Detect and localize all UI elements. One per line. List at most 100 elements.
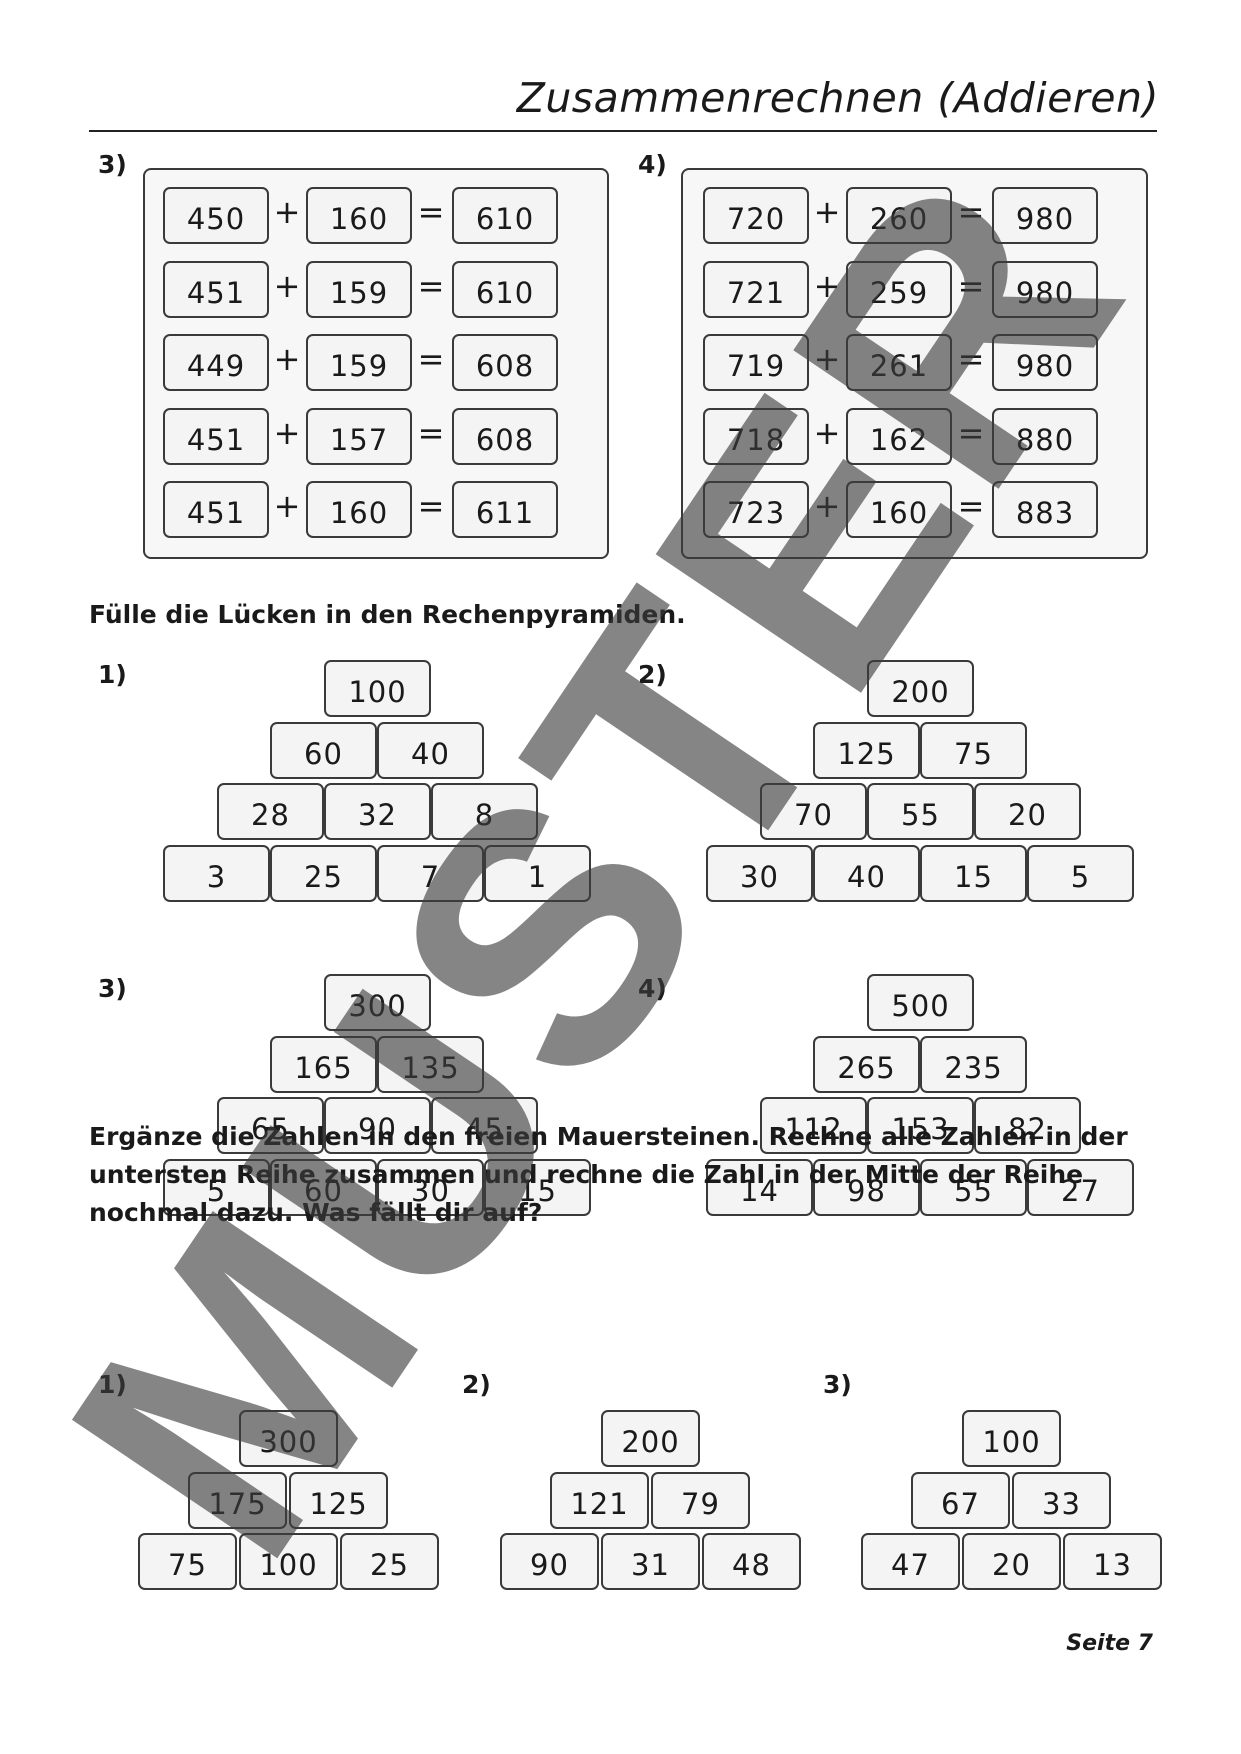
addend-box[interactable]: 159 bbox=[306, 334, 412, 391]
pyramid-brick[interactable]: 90 bbox=[324, 1097, 431, 1154]
addend-box[interactable]: 451 bbox=[163, 481, 269, 538]
pyramid-brick[interactable]: 500 bbox=[867, 974, 974, 1031]
page-title: Zusammenrechnen (Addieren) bbox=[516, 74, 1159, 122]
pyramid-brick[interactable]: 200 bbox=[867, 660, 974, 717]
plus-sign: + bbox=[273, 414, 301, 452]
pyramid-brick[interactable]: 15 bbox=[484, 1159, 591, 1216]
pyramid-brick[interactable]: 14 bbox=[706, 1159, 813, 1216]
addend-box[interactable]: 162 bbox=[846, 408, 952, 465]
pyramid-brick[interactable]: 40 bbox=[813, 845, 920, 902]
wall-brick[interactable]: 13 bbox=[1063, 1533, 1162, 1590]
pyramid-brick[interactable]: 30 bbox=[706, 845, 813, 902]
addend-box[interactable]: 451 bbox=[163, 261, 269, 318]
pyramid-brick[interactable]: 75 bbox=[920, 722, 1027, 779]
sum-box[interactable]: 883 bbox=[992, 481, 1098, 538]
wall-brick[interactable]: 300 bbox=[239, 1410, 338, 1467]
pyramid-brick[interactable]: 20 bbox=[974, 783, 1081, 840]
sum-box[interactable]: 610 bbox=[452, 187, 558, 244]
wall-brick[interactable]: 79 bbox=[651, 1472, 750, 1529]
pyramid-brick[interactable]: 55 bbox=[920, 1159, 1027, 1216]
addend-box[interactable]: 261 bbox=[846, 334, 952, 391]
pyramid-brick[interactable]: 70 bbox=[760, 783, 867, 840]
wall-brick[interactable]: 25 bbox=[340, 1533, 439, 1590]
wall-label: 1) bbox=[98, 1370, 127, 1399]
pyramid-brick[interactable]: 65 bbox=[217, 1097, 324, 1154]
pyramid-brick[interactable]: 3 bbox=[163, 845, 270, 902]
wall-brick[interactable]: 125 bbox=[289, 1472, 388, 1529]
pyramid-brick[interactable]: 60 bbox=[270, 1159, 377, 1216]
pyramid-brick[interactable]: 100 bbox=[324, 660, 431, 717]
pyramid-brick[interactable]: 112 bbox=[760, 1097, 867, 1154]
wall-brick[interactable]: 100 bbox=[962, 1410, 1061, 1467]
sum-box[interactable]: 610 bbox=[452, 261, 558, 318]
pyramid-brick[interactable]: 45 bbox=[431, 1097, 538, 1154]
pyramid-brick[interactable]: 15 bbox=[920, 845, 1027, 902]
sum-box[interactable]: 980 bbox=[992, 334, 1098, 391]
plus-sign: + bbox=[813, 267, 841, 305]
wall-brick[interactable]: 33 bbox=[1012, 1472, 1111, 1529]
sum-box[interactable]: 611 bbox=[452, 481, 558, 538]
pyramid-brick[interactable]: 8 bbox=[431, 783, 538, 840]
wall-brick[interactable]: 47 bbox=[861, 1533, 960, 1590]
addend-box[interactable]: 160 bbox=[306, 481, 412, 538]
addend-box[interactable]: 451 bbox=[163, 408, 269, 465]
wall-brick[interactable]: 121 bbox=[550, 1472, 649, 1529]
wall-brick[interactable]: 75 bbox=[138, 1533, 237, 1590]
pyramid-brick[interactable]: 1 bbox=[484, 845, 591, 902]
pyramid-brick[interactable]: 55 bbox=[867, 783, 974, 840]
addend-box[interactable]: 720 bbox=[703, 187, 809, 244]
pyramid-brick[interactable]: 30 bbox=[377, 1159, 484, 1216]
addend-box[interactable]: 718 bbox=[703, 408, 809, 465]
addend-box[interactable]: 723 bbox=[703, 481, 809, 538]
wall-brick[interactable]: 20 bbox=[962, 1533, 1061, 1590]
wall-brick[interactable]: 90 bbox=[500, 1533, 599, 1590]
pyramid-label: 2) bbox=[638, 660, 667, 689]
wall-brick[interactable]: 200 bbox=[601, 1410, 700, 1467]
equals-sign: = bbox=[417, 193, 445, 231]
pyramid-brick[interactable]: 235 bbox=[920, 1036, 1027, 1093]
addend-box[interactable]: 450 bbox=[163, 187, 269, 244]
sum-box[interactable]: 608 bbox=[452, 408, 558, 465]
wall-brick[interactable]: 67 bbox=[911, 1472, 1010, 1529]
pyramid-label: 3) bbox=[98, 974, 127, 1003]
pyramid-brick[interactable]: 5 bbox=[1027, 845, 1134, 902]
pyramid-brick[interactable]: 7 bbox=[377, 845, 484, 902]
addend-box[interactable]: 160 bbox=[846, 481, 952, 538]
addend-box[interactable]: 721 bbox=[703, 261, 809, 318]
wall-brick[interactable]: 100 bbox=[239, 1533, 338, 1590]
pyramid-brick[interactable]: 153 bbox=[867, 1097, 974, 1154]
addend-box[interactable]: 259 bbox=[846, 261, 952, 318]
addend-box[interactable]: 260 bbox=[846, 187, 952, 244]
pyramid-brick[interactable]: 27 bbox=[1027, 1159, 1134, 1216]
pyramid-brick[interactable]: 25 bbox=[270, 845, 377, 902]
sum-box[interactable]: 980 bbox=[992, 261, 1098, 318]
pyramid-brick[interactable]: 135 bbox=[377, 1036, 484, 1093]
wall-brick[interactable]: 175 bbox=[188, 1472, 287, 1529]
addend-box[interactable]: 719 bbox=[703, 334, 809, 391]
pyramid-brick[interactable]: 5 bbox=[163, 1159, 270, 1216]
pyramid-brick[interactable]: 28 bbox=[217, 783, 324, 840]
pyramid-brick[interactable]: 82 bbox=[974, 1097, 1081, 1154]
wall-brick[interactable]: 31 bbox=[601, 1533, 700, 1590]
addend-box[interactable]: 449 bbox=[163, 334, 269, 391]
plus-sign: + bbox=[813, 340, 841, 378]
pyramid-brick[interactable]: 98 bbox=[813, 1159, 920, 1216]
pyramid-brick[interactable]: 165 bbox=[270, 1036, 377, 1093]
sum-box[interactable]: 608 bbox=[452, 334, 558, 391]
sum-box[interactable]: 980 bbox=[992, 187, 1098, 244]
sum-box[interactable]: 880 bbox=[992, 408, 1098, 465]
equals-sign: = bbox=[417, 267, 445, 305]
addend-box[interactable]: 159 bbox=[306, 261, 412, 318]
addend-box[interactable]: 157 bbox=[306, 408, 412, 465]
wall-instruction-line: nochmal dazu. Was fällt dir auf? bbox=[89, 1198, 543, 1227]
pyramid-brick[interactable]: 32 bbox=[324, 783, 431, 840]
plus-sign: + bbox=[273, 193, 301, 231]
pyramid-brick[interactable]: 300 bbox=[324, 974, 431, 1031]
equals-sign: = bbox=[417, 414, 445, 452]
pyramid-brick[interactable]: 40 bbox=[377, 722, 484, 779]
pyramid-brick[interactable]: 125 bbox=[813, 722, 920, 779]
addend-box[interactable]: 160 bbox=[306, 187, 412, 244]
pyramid-brick[interactable]: 60 bbox=[270, 722, 377, 779]
wall-brick[interactable]: 48 bbox=[702, 1533, 801, 1590]
pyramid-brick[interactable]: 265 bbox=[813, 1036, 920, 1093]
